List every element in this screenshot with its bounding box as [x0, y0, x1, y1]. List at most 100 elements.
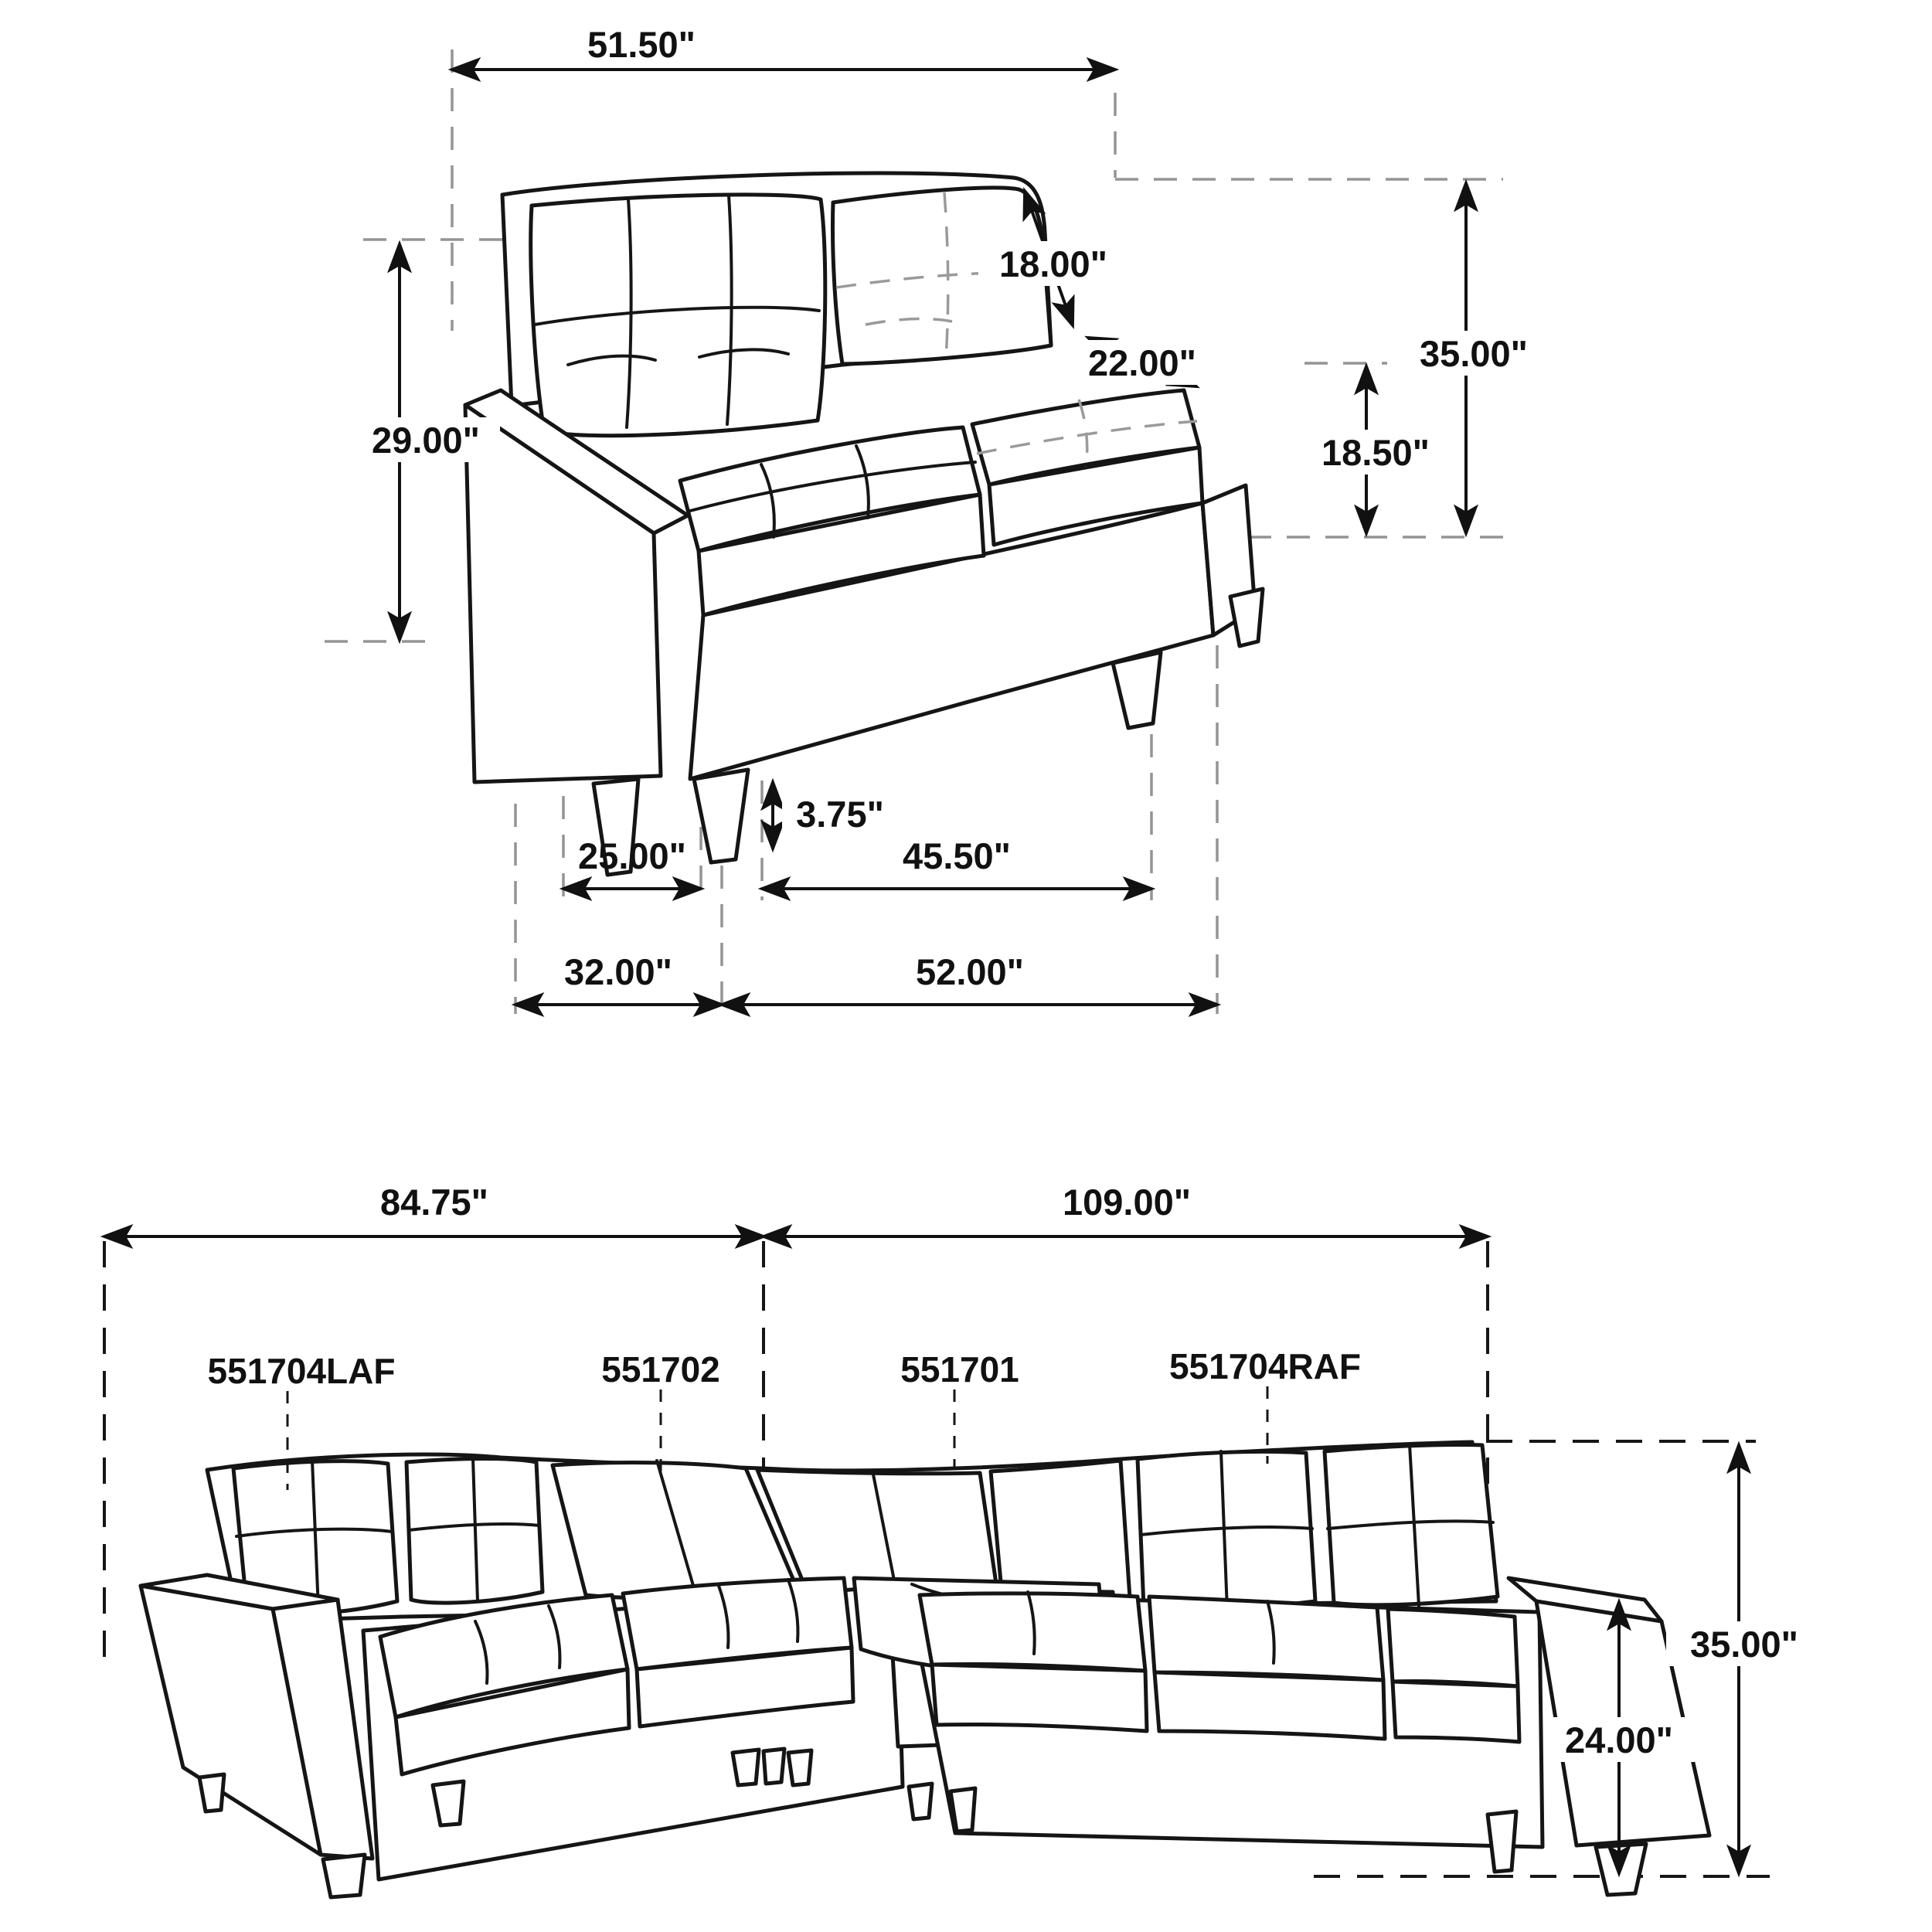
sectional-back-cushion [988, 1458, 1132, 1602]
tuft-seam [760, 463, 776, 539]
loveseat-arm-outer [463, 403, 663, 784]
sectional-leg [321, 1852, 367, 1900]
dim-text: 18.50" [1321, 432, 1430, 473]
sectional-seat-front [930, 1662, 1149, 1733]
sectional-leg [1485, 1809, 1519, 1874]
sectional-seat-front [1152, 1670, 1387, 1741]
sectional-left-arm-front [270, 1597, 375, 1861]
label-bg [978, 241, 1128, 286]
dim-label-back-width: 51.50" [563, 22, 720, 66]
tuft-seam [1326, 1519, 1495, 1530]
dim-text: 51.50" [587, 24, 696, 65]
dim-text: 24.00" [1565, 1719, 1673, 1760]
tuft-seam [625, 198, 633, 429]
dim-text: 35.00" [1690, 1624, 1798, 1665]
tuft-seam [655, 1459, 697, 1595]
sectional-art [138, 1440, 1712, 1900]
sectional-seat-front [634, 1645, 855, 1729]
label-bg [1666, 1621, 1822, 1666]
dim-label-leg-height: 3.75" [782, 793, 898, 836]
label-bg [1543, 1717, 1695, 1762]
dim-text: 3.75" [796, 794, 884, 835]
tuft-seam [1026, 1590, 1036, 1655]
dim-label-overall-height-bottom: 35.00" [1666, 1621, 1822, 1666]
label-bg [1300, 430, 1451, 474]
tuft-seam [533, 305, 821, 326]
sectional-leg [786, 1748, 814, 1787]
sectional-seat-front [393, 1667, 631, 1777]
tuft-seam [311, 1459, 320, 1611]
sectional-part-leaders [286, 1386, 1269, 1490]
sectional-leg [197, 1772, 226, 1814]
loveseat-leg [692, 767, 750, 865]
tuft-seam [1266, 1600, 1276, 1665]
sectional-leg [1594, 1842, 1648, 1897]
sectional-leg [430, 1779, 466, 1828]
tuft-seam [855, 444, 870, 519]
label-bg [782, 793, 898, 836]
dim-label-seat-cushion: 22.00" [1066, 340, 1218, 385]
dim-text-front-width: 25.00" [578, 835, 686, 876]
part-label-551704RAF: 551704RAF [1169, 1346, 1361, 1386]
tuft-seam [726, 194, 733, 426]
dim-text: 22.00" [1088, 342, 1196, 383]
dim-text-right-length: 109.00" [1063, 1182, 1191, 1223]
tuft-puff [566, 354, 657, 366]
label-bg [563, 22, 720, 66]
sectional-leg [730, 1747, 761, 1787]
loveseat-leg [1111, 650, 1163, 730]
part-label-551701: 551701 [900, 1349, 1019, 1389]
dim-text-arm-depth: 32.00" [564, 951, 672, 992]
loveseat-leg [591, 777, 641, 877]
sectional-labels: 84.75" 109.00" 35.00" 24.00" 551704LAF 5… [208, 1182, 1822, 1762]
part-label-551702: 551702 [601, 1349, 720, 1389]
loveseat-art [463, 171, 1265, 877]
hidden-tuft-puff [865, 317, 953, 326]
dim-text: 18.00" [999, 243, 1107, 284]
dim-text-left-length: 84.75" [380, 1182, 488, 1223]
label-bg [352, 417, 500, 462]
sectional-leg [906, 1781, 934, 1821]
tuft-seam [1219, 1450, 1229, 1612]
tuft-seam [689, 461, 977, 512]
loveseat-back-cushion-left [529, 192, 828, 438]
dim-label-seat-height: 18.50" [1300, 430, 1451, 474]
tuft-seam [235, 1527, 394, 1538]
dim-label-arm-height: 24.00" [1543, 1717, 1695, 1762]
tuft-seam [407, 1522, 541, 1532]
tuft-seam [547, 1604, 562, 1669]
dim-text: 35.00" [1420, 333, 1528, 374]
hidden-tuft-seam [976, 420, 1198, 455]
loveseat-leg [1228, 587, 1265, 648]
dim-text-seat-width: 45.50" [903, 835, 1011, 876]
loveseat-dimension-labels: 51.50" 29.00" 18.00" 22.00" 35.00" 18.50… [352, 22, 1552, 992]
sectional-back-cushion [1322, 1442, 1500, 1607]
tuft-puff [698, 348, 790, 359]
dim-label-back-cushion: 18.00" [978, 241, 1128, 286]
sectional-seat-cushion [1386, 1607, 1520, 1689]
sectional-seat-cushion [1147, 1594, 1386, 1682]
part-label-551704LAF: 551704LAF [208, 1351, 396, 1391]
loveseat-drawing: 51.50" 29.00" 18.00" 22.00" 35.00" 18.50… [325, 22, 1552, 1017]
tuft-seam [1408, 1443, 1420, 1607]
label-bg [1396, 331, 1552, 376]
tuft-seam [1139, 1526, 1314, 1536]
tuft-seam [872, 1473, 898, 1594]
sectional-leg [761, 1747, 787, 1786]
dim-text: 29.00" [372, 420, 480, 461]
dim-label-back-height: 29.00" [352, 417, 500, 462]
tuft-seam [474, 1620, 489, 1685]
sectional-seat-front [1390, 1679, 1522, 1744]
hidden-tuft-seam [835, 271, 1049, 289]
loveseat-seat-cushion-right-front [987, 445, 1205, 547]
sectional-drawing: 84.75" 109.00" 35.00" 24.00" 551704LAF 5… [100, 1182, 1822, 1900]
label-bg [1066, 340, 1218, 385]
sectional-leg [948, 1786, 978, 1834]
dim-text-overall-width: 52.00" [916, 951, 1024, 992]
tuft-seam [471, 1457, 479, 1603]
loveseat-seat-cushion-left-front [696, 492, 986, 617]
tuft-seam [787, 1578, 800, 1643]
dim-label-overall-height-top: 35.00" [1396, 331, 1552, 376]
